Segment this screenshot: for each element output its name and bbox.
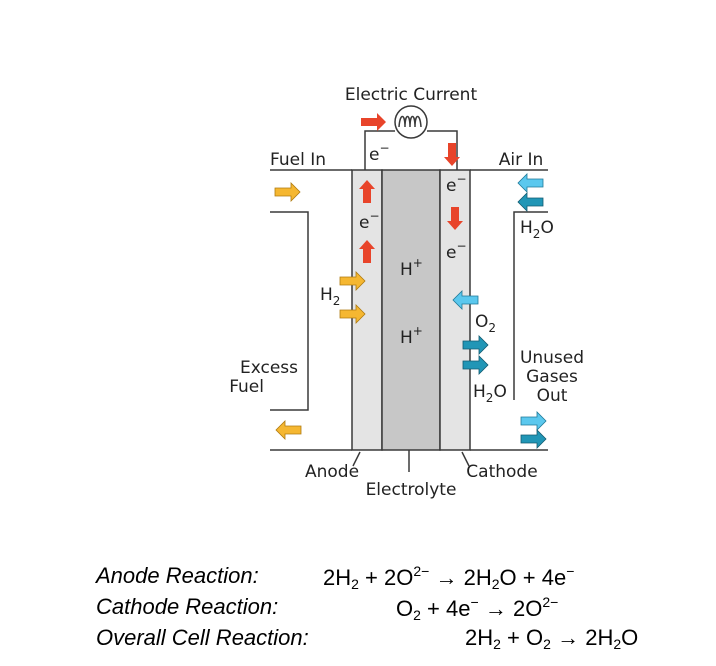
excess-fuel-label-2: Fuel: [229, 377, 264, 397]
electrolyte-label: Electrolyte: [366, 480, 457, 500]
hydrogen-label: H2: [320, 285, 340, 308]
arrow-left-icon: [275, 420, 302, 440]
anode-reaction-row: Anode Reaction: 2H2 + 2O2− → 2H2O + 4e−: [0, 563, 716, 592]
arrow-right-icon: [274, 182, 301, 202]
unused-gases-label-1: Unused: [520, 348, 584, 368]
arrow-left-icon: [517, 173, 544, 193]
arrow-right-icon: [361, 113, 386, 131]
cathode-reaction-formula: O2 + 4e− → 2O2−: [396, 594, 559, 623]
excess-fuel-label-1: Excess: [240, 358, 298, 378]
electric-current-label: Electric Current: [345, 85, 478, 105]
electron-label: e−: [446, 239, 467, 263]
water-label-bottom: H2O: [473, 382, 507, 405]
overall-reaction-row: Overall Cell Reaction: 2H2 + O2 → 2H2O: [0, 625, 716, 653]
proton-label: H+: [400, 324, 423, 348]
unused-gases-label-3: Out: [537, 386, 568, 406]
fuel-in-label: Fuel In: [270, 150, 326, 170]
overall-reaction-name: Overall Cell Reaction:: [96, 625, 309, 650]
cathode-reaction-name: Cathode Reaction:: [96, 594, 279, 619]
electron-label: e−: [446, 172, 467, 196]
electron-label: e−: [369, 141, 390, 165]
electrolyte-layer: [381, 169, 441, 451]
overall-reaction-formula: 2H2 + O2 → 2H2O: [465, 625, 639, 652]
anode-reaction-formula: 2H2 + 2O2− → 2H2O + 4e−: [323, 563, 575, 592]
electron-label: e−: [359, 209, 380, 233]
arrow-right-icon: [520, 429, 547, 449]
air-in-label: Air In: [499, 150, 544, 170]
arrow-right-icon: [520, 411, 547, 431]
water-label-top: H2O: [520, 218, 554, 241]
oxygen-label: O2: [475, 312, 496, 335]
fuel-cell-diagram: Electric Current Fuel In Air In e− e− e−…: [229, 85, 584, 500]
arrow-left-icon: [517, 192, 544, 212]
cathode-reaction-row: Cathode Reaction: O2 + 4e− → 2O2−: [0, 594, 716, 623]
anode-reaction-name: Anode Reaction:: [96, 563, 259, 588]
cathode-label: Cathode: [466, 462, 537, 482]
proton-label: H+: [400, 256, 423, 280]
bulb-icon: [394, 105, 428, 139]
unused-gases-label-2: Gases: [526, 367, 578, 387]
anode-label: Anode: [305, 462, 359, 482]
